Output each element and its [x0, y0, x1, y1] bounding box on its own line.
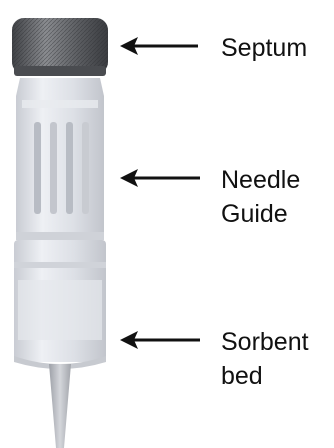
sorbent-bed-label: Sorbent bed — [221, 325, 309, 393]
septum-cap — [12, 18, 108, 76]
needle-guide-label: Needle Guide — [221, 163, 300, 231]
needle-guide-body — [16, 78, 104, 240]
septum-arrow — [120, 37, 198, 55]
septum-label-line: Septum — [221, 31, 307, 65]
sorbent-bed-arrow — [120, 331, 200, 349]
sorbent-bed-body — [14, 240, 106, 369]
needle-guide-arrow — [120, 169, 200, 187]
sampler-tip — [49, 364, 71, 448]
sorbent-bed-label-line-1: Sorbent — [221, 325, 309, 359]
needle-guide-label-line-1: Needle — [221, 163, 300, 197]
needle-guide-label-line-2: Guide — [221, 197, 300, 231]
sorbent-bed-label-line-2: bed — [221, 359, 309, 393]
septum-label: Septum — [221, 31, 307, 65]
